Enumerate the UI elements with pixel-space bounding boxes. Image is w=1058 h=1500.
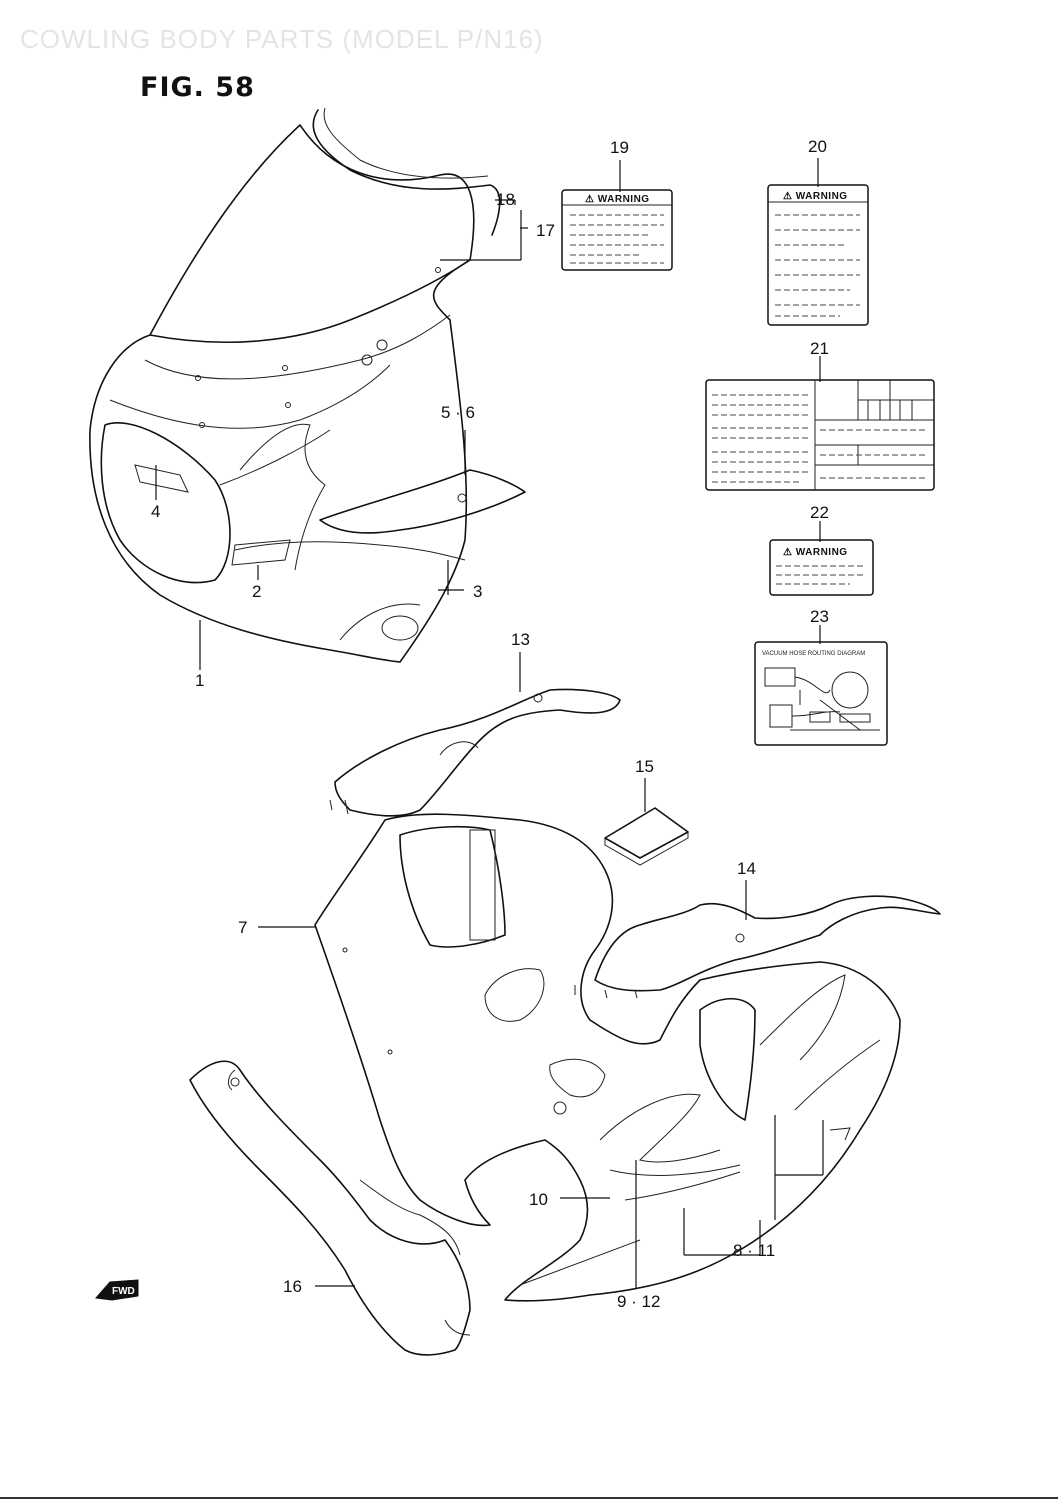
figure-label: FIG. 58 <box>140 72 255 103</box>
callout-2: 2 <box>252 582 261 601</box>
callout-19: 19 <box>610 138 629 157</box>
inner-cover-part-13 <box>329 688 621 817</box>
warning-label-part-19: ⚠ WARNING <box>561 189 673 271</box>
vacuum-label-part-23: VACUUM HOSE ROUTING DIAGRAM <box>754 641 888 746</box>
upper-cowl-part-1 <box>89 107 501 663</box>
callout-3: 3 <box>473 582 482 601</box>
callout-21: 21 <box>810 339 829 358</box>
callout-4: 4 <box>151 502 160 521</box>
info-label-part-21 <box>705 379 935 491</box>
warning-20-heading: ⚠ WARNING <box>783 191 848 202</box>
callout-23: 23 <box>810 607 829 626</box>
callout-16: 16 <box>283 1277 302 1296</box>
leader-lines <box>155 158 824 1288</box>
side-cowl-part-7 <box>314 813 901 1302</box>
callout-15: 15 <box>635 757 654 776</box>
page-bottom-rule <box>0 1497 1058 1499</box>
fwd-label: FWD <box>112 1286 135 1297</box>
warning-22-heading: ⚠ WARNING <box>783 547 848 558</box>
callout-10: 10 <box>529 1190 548 1209</box>
callout-17: 17 <box>536 221 555 240</box>
callout-22: 22 <box>810 503 829 522</box>
fwd-direction-arrow: FWD <box>95 1279 139 1301</box>
warning-label-part-22: ⚠ WARNING <box>769 539 874 596</box>
lower-panel-part-16 <box>189 1060 471 1356</box>
faded-page-title: COWLING BODY PARTS (MODEL P/N16) <box>20 24 544 54</box>
panel-part-15 <box>604 807 689 866</box>
callout-7: 7 <box>238 918 247 937</box>
callout-5-6: 5 · 6 <box>441 403 475 422</box>
inner-panel-part-5-6 <box>319 469 526 534</box>
callout-9-12: 9 · 12 <box>617 1292 660 1311</box>
callout-8-11: 8 · 11 <box>733 1241 775 1260</box>
callout-1: 1 <box>195 671 204 690</box>
bracket-panel-part-14 <box>574 895 941 999</box>
callout-14: 14 <box>737 859 756 878</box>
callout-numbers: 1 2 3 4 5 · 6 7 8 · 11 9 · 12 10 13 14 1… <box>151 137 829 1311</box>
warning-label-part-20: ⚠ WARNING <box>767 184 869 326</box>
vacuum-23-heading: VACUUM HOSE ROUTING DIAGRAM <box>762 651 865 657</box>
callout-18: 18 <box>496 190 515 209</box>
callout-13: 13 <box>511 630 530 649</box>
callout-20: 20 <box>808 137 827 156</box>
warning-19-heading: ⚠ WARNING <box>585 194 650 205</box>
